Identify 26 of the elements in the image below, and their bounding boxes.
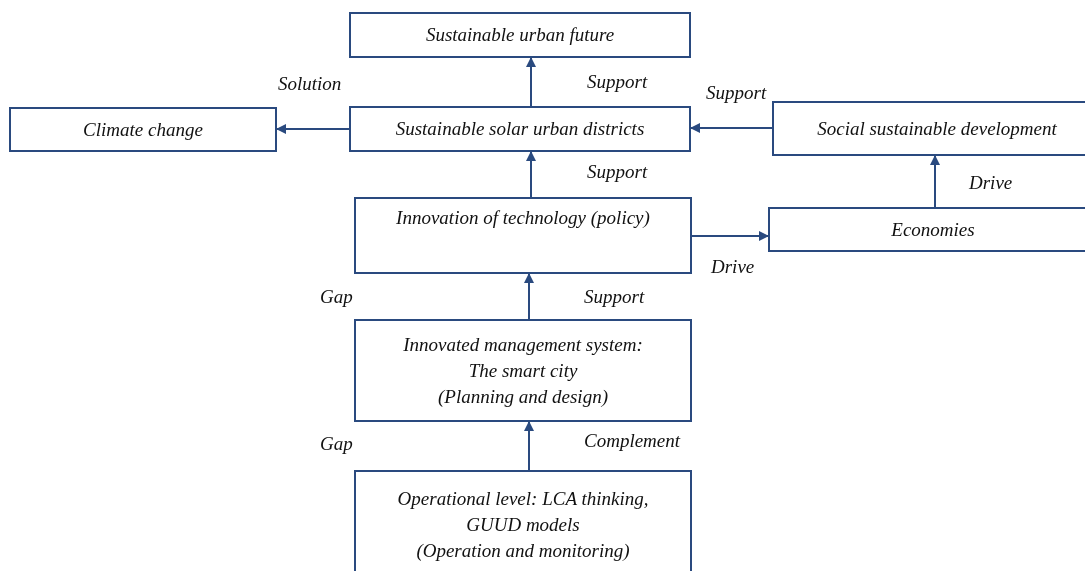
node-text: Climate change (83, 117, 203, 142)
arrow (690, 123, 773, 133)
node-text: Economies (891, 217, 975, 242)
arrow (526, 57, 536, 107)
node-text: Innovated management system: The smart city (402, 332, 644, 383)
arrow (691, 231, 769, 241)
process-box (349, 106, 691, 152)
arrow (276, 124, 350, 134)
process-box (9, 107, 277, 152)
process-box (354, 197, 692, 274)
process-box (768, 207, 1085, 252)
node-text: Operational level: LCA thinking, GUUD models (396, 487, 650, 537)
node-text: Sustainable urban future (425, 23, 615, 47)
node-text: Sustainable solar urban districts (395, 117, 645, 141)
node-text: (Operation and monitoring) (416, 539, 630, 563)
process-box (772, 101, 1085, 156)
arrow (524, 421, 534, 471)
process-box (354, 470, 692, 571)
node-text: Social sustainable development (817, 116, 1057, 141)
arrow (524, 273, 534, 320)
node-text: Innovation of technology (policy) (396, 206, 650, 230)
node-text: (Planning and design) (438, 384, 608, 409)
arrow (526, 151, 536, 198)
process-box (349, 12, 691, 58)
arrow (930, 155, 940, 208)
process-box (354, 319, 692, 422)
